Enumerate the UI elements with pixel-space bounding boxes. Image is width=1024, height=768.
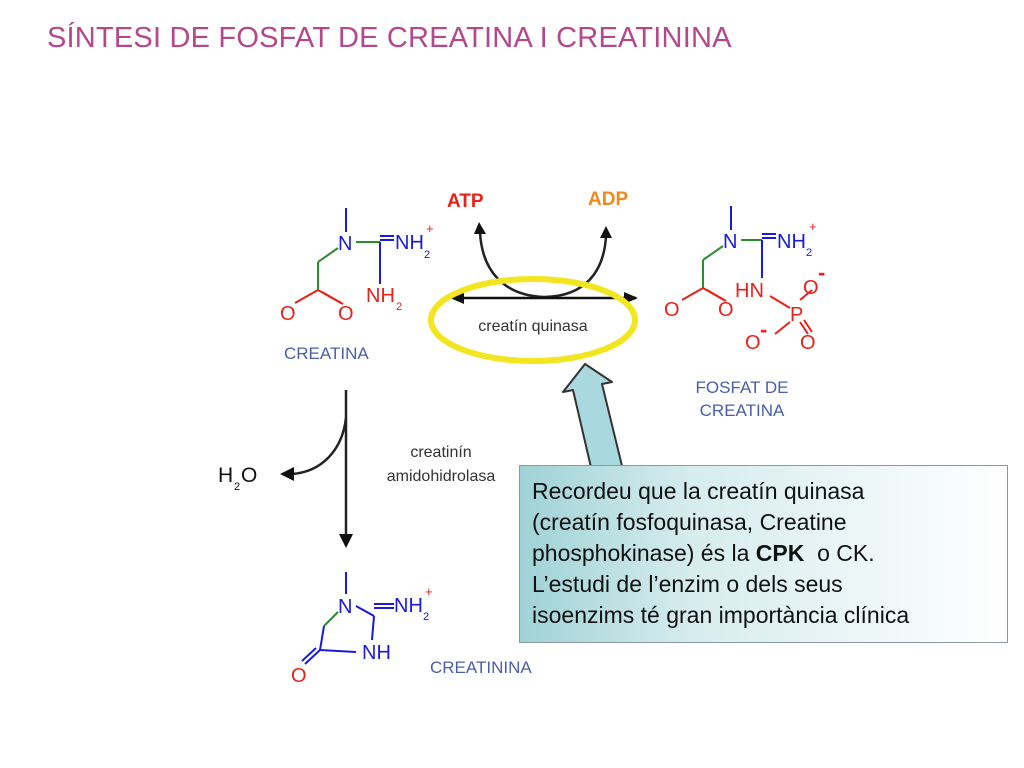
note-line-3-end: o CK. bbox=[804, 540, 875, 566]
creatine-nh2-top: NH bbox=[395, 232, 424, 254]
hydrolase-label-line2: amidohidrolasa bbox=[387, 468, 496, 485]
adp-curved-arrow bbox=[544, 235, 608, 299]
phospho-nh2-sub: 2 bbox=[806, 247, 812, 259]
creatinine-nh2: NH bbox=[394, 595, 423, 617]
phospho-p-atom: P bbox=[790, 304, 803, 326]
note-line-4: L’estudi de l’enzim o dels seus bbox=[532, 571, 843, 597]
phospho-minus-top: - bbox=[818, 260, 825, 285]
phosphocreatine-molecule: N NH 2 + HN P O - O - O O O bbox=[664, 206, 825, 354]
creatine-o-left: O bbox=[280, 303, 296, 325]
creatine-molecule: N NH 2 + NH 2 O O bbox=[280, 208, 434, 325]
water-o: O bbox=[241, 464, 257, 487]
adp-label: ADP bbox=[588, 189, 628, 210]
creatinine-plus-charge: + bbox=[425, 584, 433, 599]
water-h: H bbox=[218, 464, 233, 487]
creatine-nh2-bottom-sub: 2 bbox=[396, 301, 402, 313]
phospho-n-atom: N bbox=[723, 231, 737, 253]
note-cpk-bold: CPK bbox=[755, 540, 805, 566]
water-release-arrow bbox=[291, 417, 348, 476]
phosphocreatine-label-line1: FOSFAT DE bbox=[696, 378, 789, 397]
creatine-n-atom: N bbox=[338, 233, 352, 255]
note-line-1: Recordeu que la creatín quinasa bbox=[532, 478, 865, 504]
note-line-3-start: phosphokinase) és la bbox=[532, 540, 756, 566]
creatinine-o: O bbox=[291, 665, 307, 687]
phosphocreatine-label-line2: CREATINA bbox=[700, 401, 785, 420]
enzyme-highlight-ellipse bbox=[428, 276, 638, 364]
phospho-hn: HN bbox=[735, 280, 764, 302]
phospho-plus-charge: + bbox=[809, 219, 817, 234]
note-line-3: phosphokinase) és la CPK o CK. bbox=[532, 538, 995, 569]
creatinine-label: CREATININA bbox=[430, 658, 532, 677]
phospho-o-bottom-left: O bbox=[745, 332, 761, 354]
slide-title: SÍNTESI DE FOSFAT DE CREATINA I CREATINI… bbox=[47, 22, 732, 54]
note-line-5: isoenzims té gran importància clínica bbox=[532, 602, 910, 628]
creatinine-nh2-sub: 2 bbox=[423, 611, 429, 623]
creatine-kinase-label: creatín quinasa bbox=[478, 318, 588, 335]
phospho-minus-bottom: - bbox=[760, 317, 767, 342]
atp-curved-arrow bbox=[478, 231, 546, 299]
creatine-o-right: O bbox=[338, 303, 354, 325]
phospho-o-left: O bbox=[664, 299, 680, 321]
creatine-nh2-top-sub: 2 bbox=[424, 249, 430, 261]
note-line-2: (creatín fosfoquinasa, Creatine bbox=[532, 509, 847, 535]
creatinine-nh: NH bbox=[362, 642, 391, 664]
phospho-o-top: O bbox=[803, 277, 819, 299]
clinical-note-box: Recordeu que la creatín quinasa (creatín… bbox=[519, 465, 1008, 643]
creatine-nh2-bottom: NH bbox=[366, 285, 395, 307]
phospho-o-bottom-right: O bbox=[800, 332, 816, 354]
creatine-plus-charge: + bbox=[426, 221, 434, 236]
hydrolase-label-line1: creatinín bbox=[410, 444, 471, 461]
callout-up-arrow bbox=[562, 363, 624, 477]
phospho-o-right: O bbox=[718, 299, 734, 321]
phospho-nh2: NH bbox=[777, 231, 806, 253]
water-subscript: 2 bbox=[234, 481, 240, 493]
creatine-label: CREATINA bbox=[284, 344, 369, 363]
creatinine-n-atom: N bbox=[338, 596, 352, 618]
atp-label: ATP bbox=[447, 191, 484, 212]
creatinine-molecule: N NH 2 + NH O bbox=[291, 572, 433, 687]
